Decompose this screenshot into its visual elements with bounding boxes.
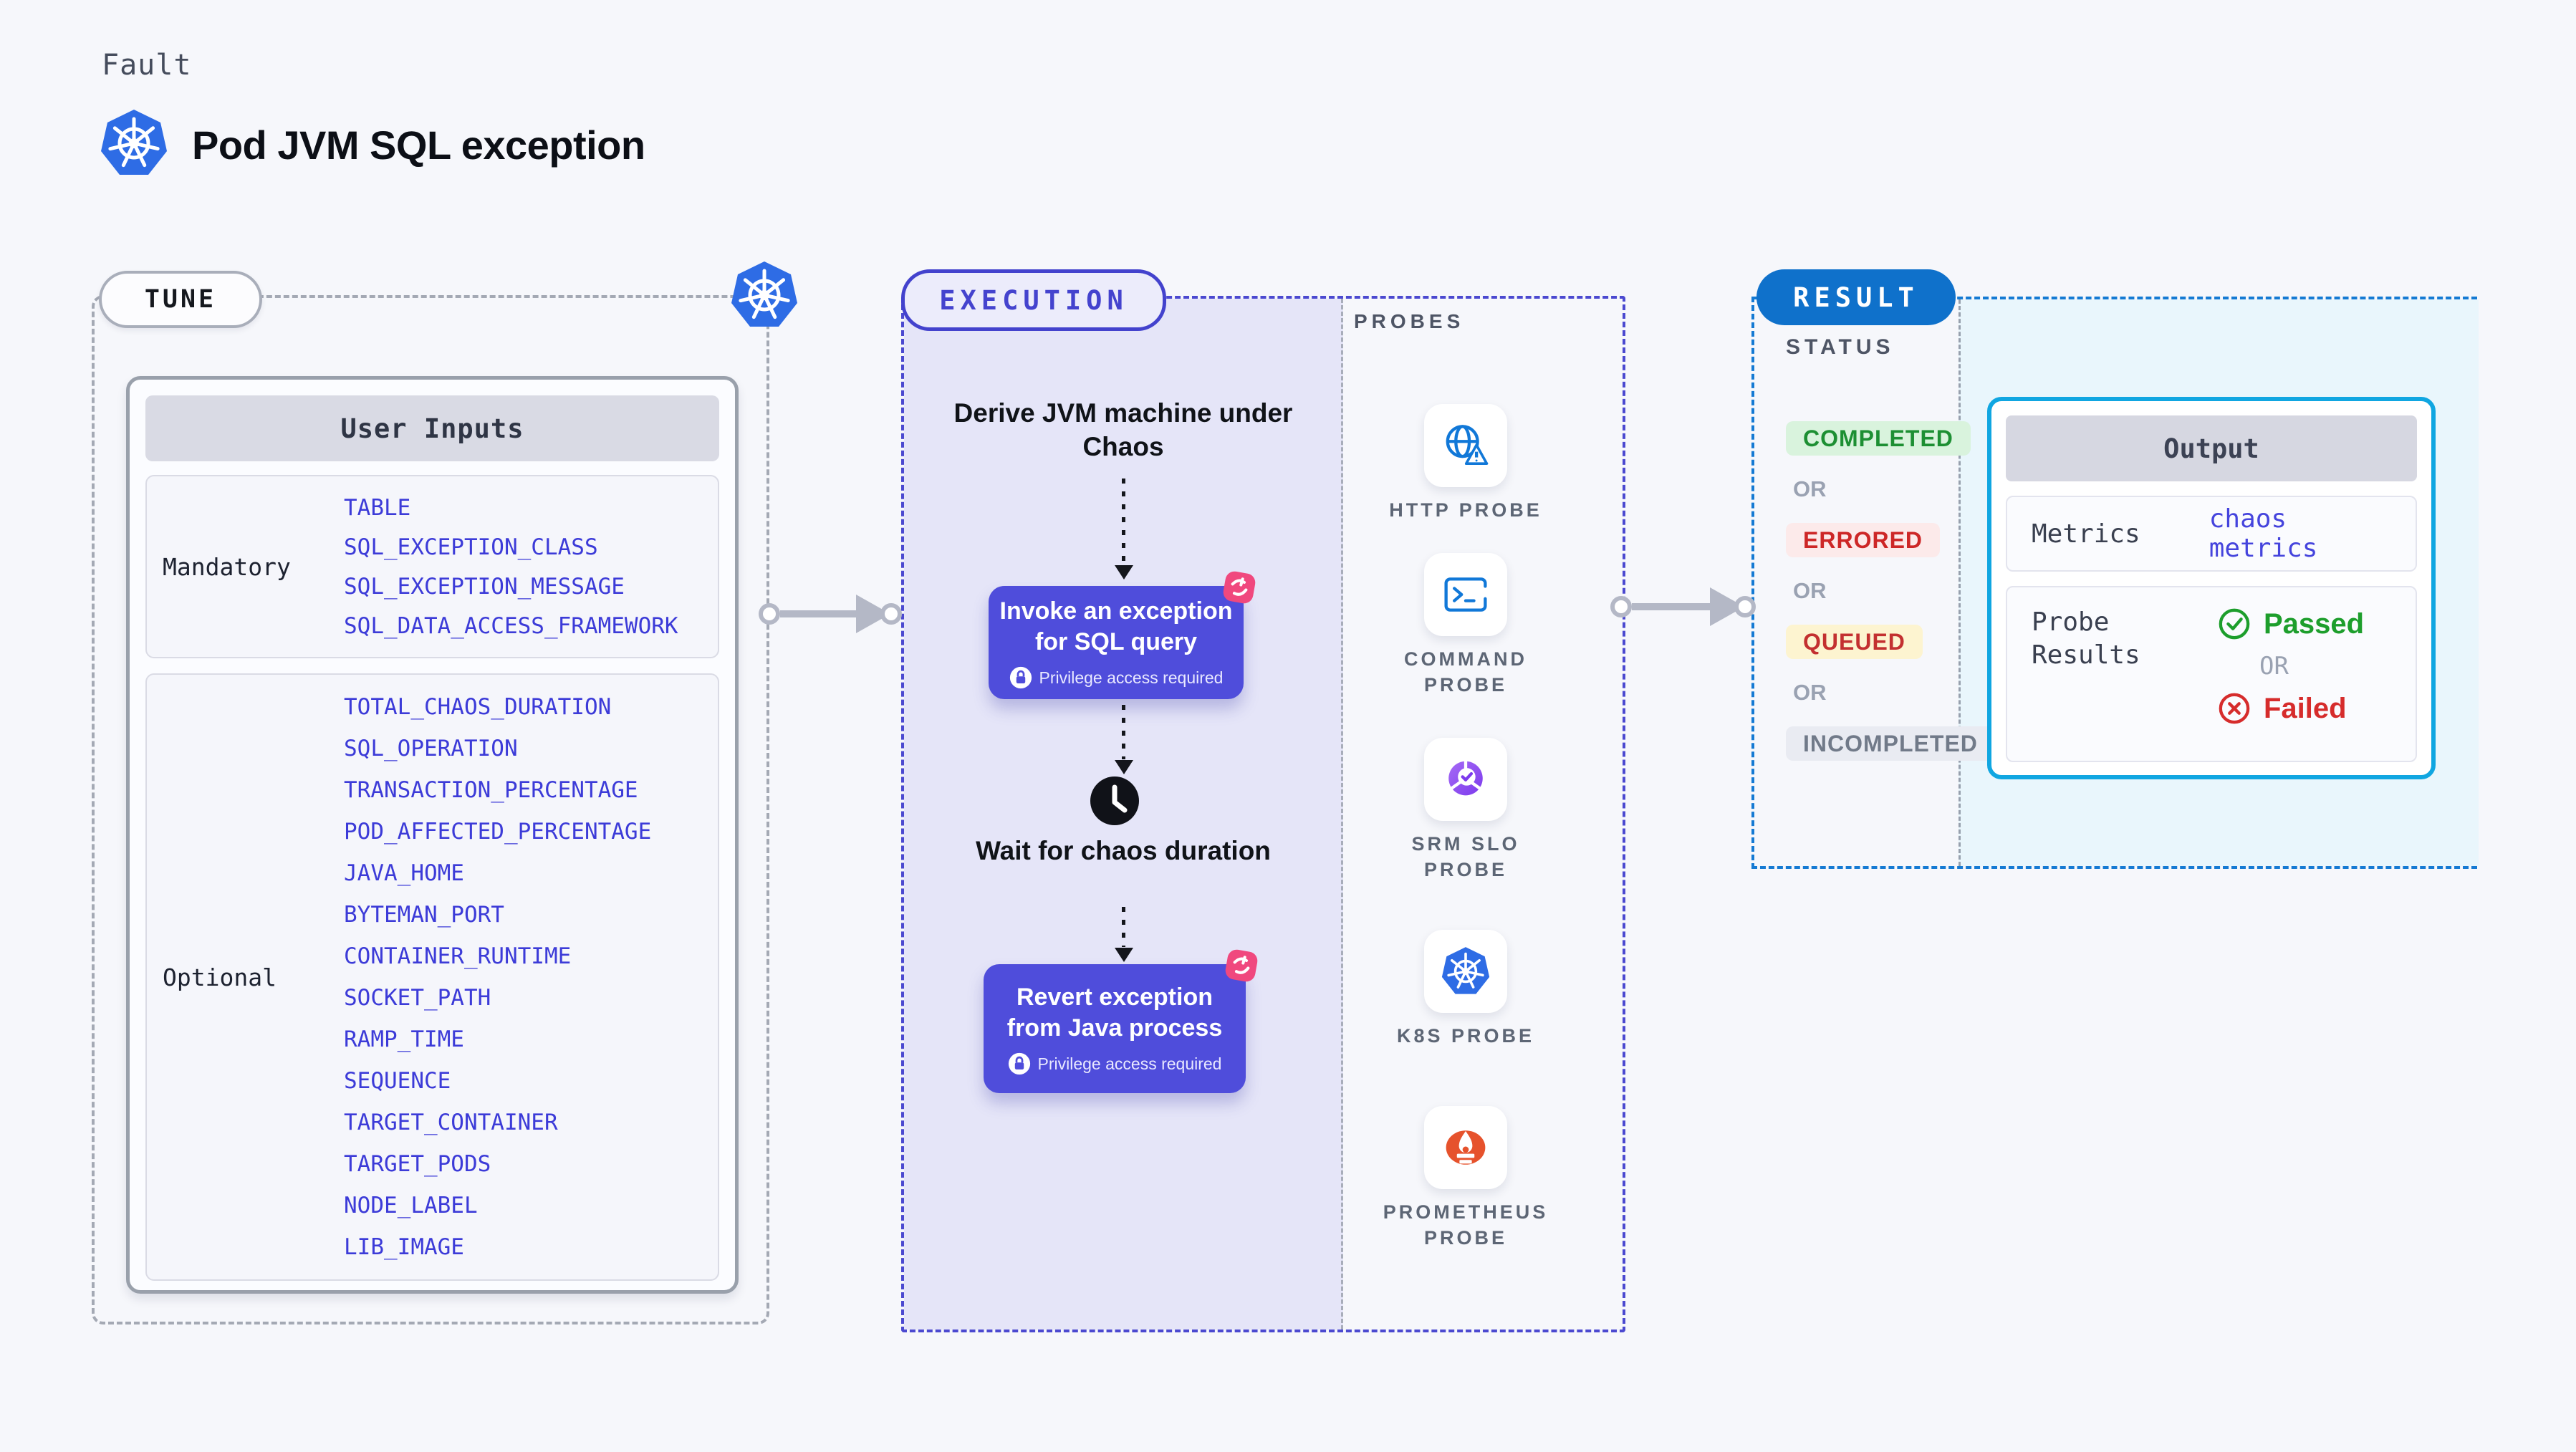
privilege-label: Privilege access required [1039,668,1224,687]
result-divider [1959,299,1961,866]
page-header: Pod JVM SQL exception [97,107,645,183]
status-badge-queued: QUEUED [1786,625,1923,659]
lock-icon [1008,1052,1030,1075]
status-or: OR [1793,578,1827,603]
input-name: SQL_EXCEPTION_CLASS [344,534,598,560]
status-or: OR [1793,680,1827,705]
probes-heading: PROBES [1354,310,1465,332]
input-name: SQL_DATA_ACCESS_FRAMEWORK [344,612,678,639]
terminal-icon [1424,553,1507,636]
probe-command: COMMAND PROBE [1358,553,1573,698]
lock-icon [1009,666,1032,689]
metrics-value[interactable]: chaos metrics [2209,504,2318,563]
execution-pill: EXECUTION [901,269,1166,331]
page-title: Pod JVM SQL exception [192,122,645,168]
flow-arrowhead [1115,565,1133,580]
revert-exception-button[interactable]: Revert exception from Java process Privi… [984,949,1258,1093]
execution-container: Derive JVM machine under Chaos Invoke an… [901,296,1625,1332]
check-circle-icon [2219,608,2250,640]
optional-group: Optional TOTAL_CHAOS_DURATION SQL_OPERAT… [145,673,719,1281]
probe-srm-slo: SRM SLO PROBE [1358,738,1573,883]
chaos-icon [1219,567,1259,607]
result-pill: RESULT [1756,269,1956,325]
metrics-row: Metrics chaos metrics [2006,496,2417,572]
probe-k8s: K8S PROBE [1358,930,1573,1049]
input-name: SQL_EXCEPTION_MESSAGE [344,573,625,600]
kubernetes-icon [1424,930,1507,1013]
probe-http: HTTP PROBE [1358,404,1573,523]
output-card: Output Metrics chaos metrics Probe Resul… [1987,397,2436,779]
input-name: NODE_LABEL [344,1193,478,1218]
input-name: RAMP_TIME [344,1027,464,1052]
prometheus-icon [1424,1106,1507,1189]
status-or: OR [1793,476,1827,501]
x-circle-icon [2219,693,2250,724]
tune-container [92,295,769,1324]
revert-button-title: Revert exception from Java process [1006,984,1223,1042]
execution-to-result-arrow [1610,587,1756,626]
kubernetes-icon [97,107,170,183]
invoke-button-title: Invoke an exception for SQL query [999,597,1233,655]
derive-step-label: Derive JVM machine under Chaos [953,398,1293,461]
group-label: Optional [163,963,277,991]
probe-label: COMMAND PROBE [1404,648,1527,696]
wait-step-label: Wait for chaos duration [976,836,1271,865]
passed-label: Passed [2264,607,2365,640]
input-name: BYTEMAN_PORT [344,902,504,928]
mandatory-group: Mandatory TABLE SQL_EXCEPTION_CLASS SQL_… [145,475,719,658]
input-name: CONTAINER_RUNTIME [344,943,572,969]
clock-icon [1089,775,1140,827]
input-name: LIB_IMAGE [344,1234,464,1260]
input-name: SEQUENCE [344,1068,451,1094]
user-inputs-card: User Inputs Mandatory TABLE SQL_EXCEPTIO… [126,376,739,1294]
flow-arrow [1122,705,1125,759]
input-name: SOCKET_PATH [344,985,491,1011]
fault-eyebrow: Fault [102,49,192,82]
tune-to-execution-arrow [759,595,902,633]
flow-arrow [1122,907,1125,947]
probe-label: PROMETHEUS PROBE [1383,1201,1549,1249]
probe-results-label: Probe Results [2032,607,2140,670]
failed-label: Failed [2264,692,2347,724]
status-list: COMPLETED OR ERRORED OR QUEUED OR INCOMP… [1786,421,1995,761]
input-name: POD_AFFECTED_PERCENTAGE [344,819,652,845]
output-or: OR [2259,652,2289,681]
metrics-label: Metrics [2032,519,2140,549]
input-name: TRANSACTION_PERCENTAGE [344,777,638,803]
slo-check-icon [1424,738,1507,821]
input-name: JAVA_HOME [344,860,464,886]
input-name: TABLE [344,494,411,521]
flow-arrowhead [1115,948,1133,962]
probe-results-row: Probe Results Passed OR Failed [2006,586,2417,762]
input-name: TARGET_CONTAINER [344,1110,558,1135]
output-header: Output [2006,415,2417,481]
input-name: SQL_OPERATION [344,736,518,761]
tune-pill: TUNE [99,271,262,328]
status-badge-incompleted: INCOMPLETED [1786,726,1995,761]
probe-prometheus: PROMETHEUS PROBE [1358,1106,1573,1251]
kubernetes-icon [728,259,801,331]
flow-arrow [1122,479,1125,564]
flow-arrowhead [1115,760,1133,774]
user-inputs-header: User Inputs [145,395,719,461]
status-badge-errored: ERRORED [1786,523,1941,557]
invoke-exception-button[interactable]: Invoke an exception for SQL query Privil… [989,571,1256,699]
privilege-label: Privilege access required [1037,1054,1222,1073]
probe-label: HTTP PROBE [1389,499,1542,521]
group-label: Mandatory [163,552,291,581]
status-heading: STATUS [1786,335,1895,359]
status-badge-completed: COMPLETED [1786,421,1971,456]
input-name: TARGET_PODS [344,1151,491,1177]
chaos-icon [1221,946,1261,986]
probe-label: K8S PROBE [1396,1025,1535,1047]
probe-label: SRM SLO PROBE [1411,833,1520,880]
input-name: TOTAL_CHAOS_DURATION [344,694,612,720]
globe-alert-icon [1424,404,1507,487]
